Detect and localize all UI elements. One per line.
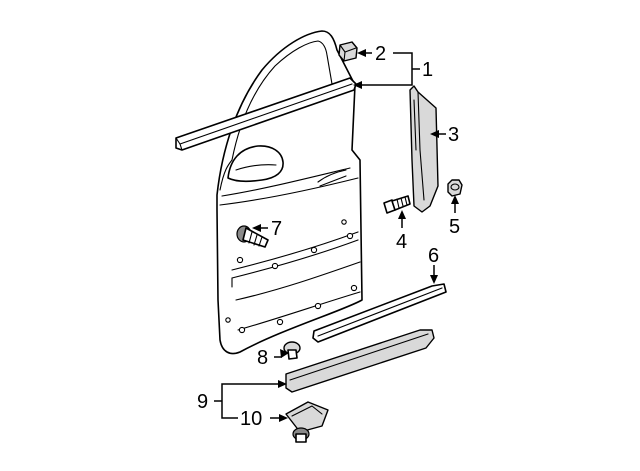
callout-1: 1: [422, 59, 433, 81]
lower-molding: [285, 329, 435, 393]
retainer-part: [283, 341, 301, 360]
callout-7: 7: [271, 218, 282, 240]
upper-molding: [312, 283, 447, 343]
callout-2: 2: [375, 43, 386, 65]
callout-6: 6: [428, 245, 439, 267]
callout-10: 10: [240, 408, 262, 430]
leaders: [214, 49, 459, 422]
pillar-applique: [409, 85, 439, 213]
bolt-part: [383, 195, 411, 214]
callout-5: 5: [449, 216, 460, 238]
callout-labels: 1 2 3 4 5 6 7 8 9 10: [197, 43, 460, 430]
molding-clip-assembly: [285, 401, 329, 443]
door-shell: [216, 30, 363, 355]
clip-part: [338, 41, 358, 62]
callout-9: 9: [197, 391, 208, 413]
nut-part: [447, 179, 463, 197]
callout-4: 4: [396, 231, 407, 253]
callout-3: 3: [448, 124, 459, 146]
stud-part: [236, 225, 269, 248]
belt-weatherstrip: [175, 77, 357, 151]
callout-8: 8: [257, 347, 268, 369]
